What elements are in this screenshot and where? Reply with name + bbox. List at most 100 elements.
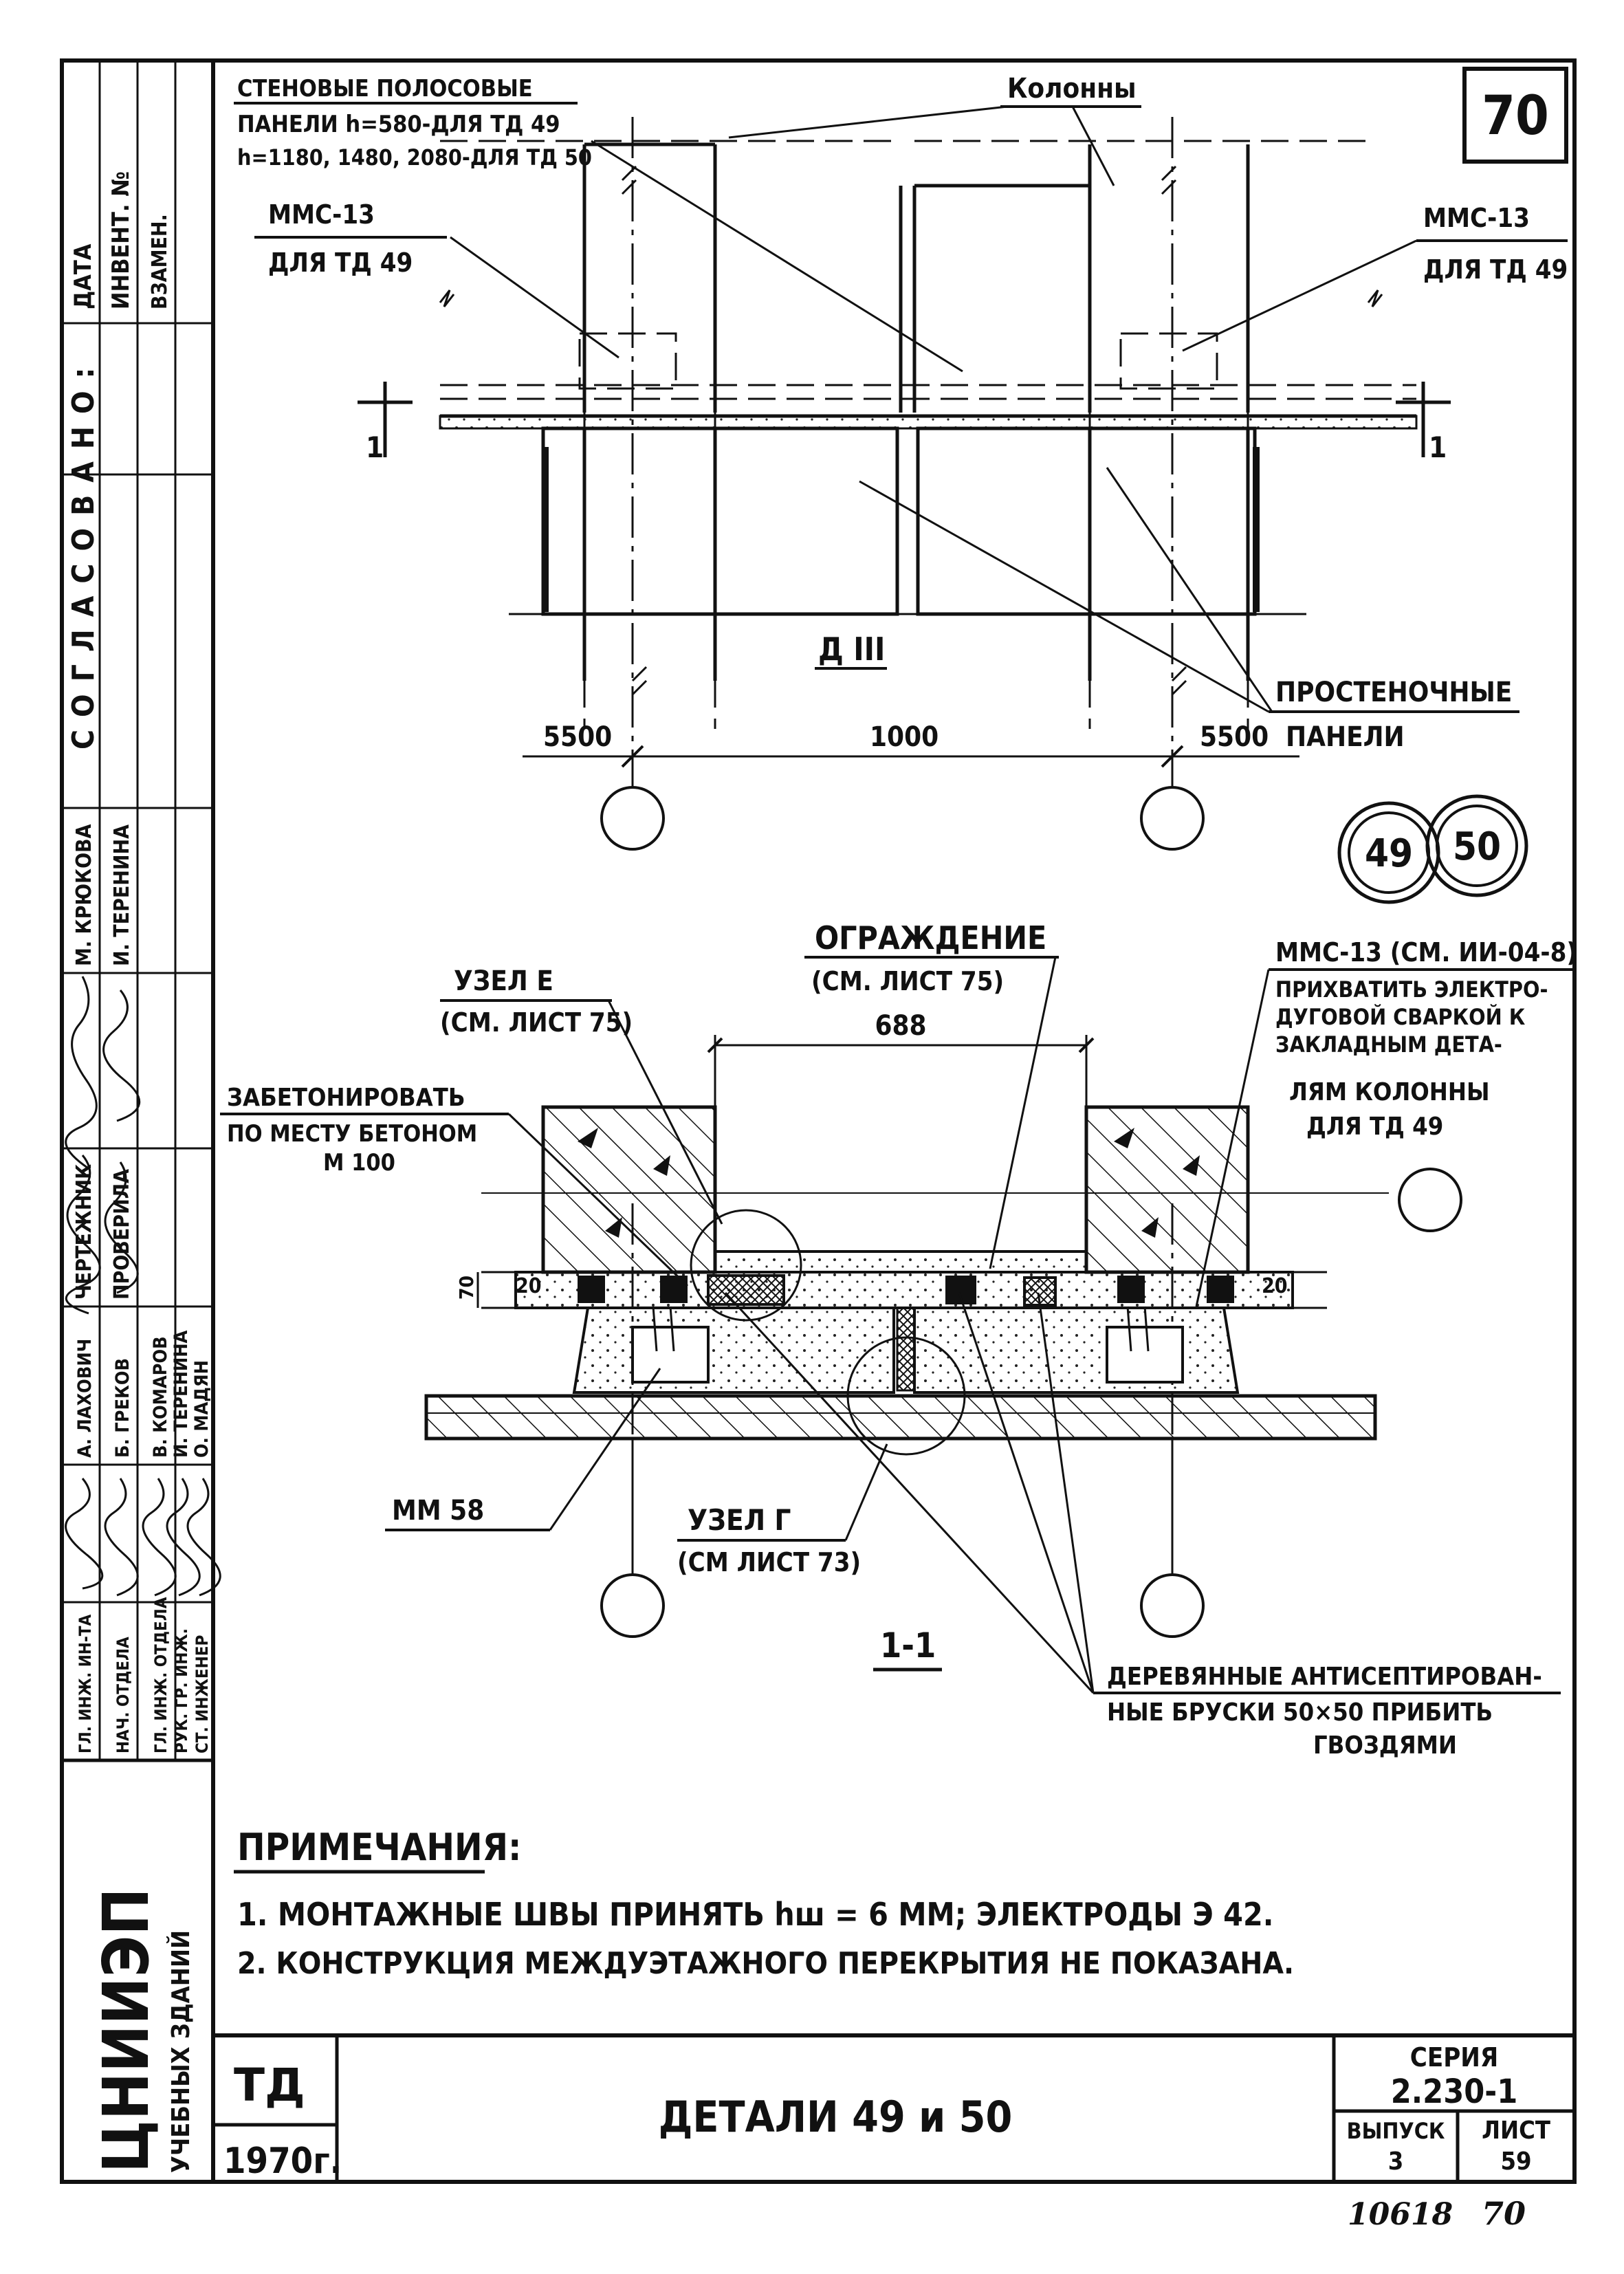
side-staff-2: Б. ГРЕКОВ [112, 1358, 133, 1458]
label-node-g-1: УЗЕЛ Г [688, 1503, 791, 1537]
axis-bubble-plan-right [1140, 786, 1205, 851]
side-staff-5: О. МАДЯН [191, 1360, 212, 1458]
side-org-1: ЦНИИЭП [89, 1888, 163, 2173]
plan-view: 1 1 СТЕНОВЫЕ ПОЛОСОВЫЕ ПАНЕЛИ h=580-ДЛЯ … [234, 73, 1568, 904]
node-g-circle [846, 1336, 966, 1456]
detail-50-label: 50 [1453, 824, 1501, 869]
label-mms-right-2: ДЛЯ ТД 49 [1423, 254, 1568, 285]
dim-left: 5500 [543, 721, 612, 753]
label-mm58: ММ 58 [392, 1495, 484, 1527]
sheet-value: 59 [1500, 2147, 1531, 2176]
side-col-date: ДАТА [69, 243, 97, 309]
signatures [65, 976, 221, 1597]
label-node-e-2: (СМ. ЛИСТ 75) [440, 1007, 633, 1038]
label-mms-1: ММС-13 (СМ. ИИ-04-8) [1275, 937, 1577, 967]
axis-bubble-right-upper [1398, 1168, 1462, 1232]
label-mms-3: ДУГОВОЙ СВАРКОЙ К [1275, 1004, 1526, 1030]
side-pos-5: СТ. ИНЖЕНЕР [193, 1635, 212, 1753]
label-concrete-3: М 100 [323, 1149, 395, 1177]
label-node-e-1: УЗЕЛ Е [454, 965, 553, 997]
label-columns: Колонны [1007, 73, 1137, 105]
side-pos-1: ГЛ. ИНЖ. ИН-ТА [76, 1614, 95, 1753]
archive-number: 10618 [1348, 2197, 1453, 2232]
label-fence-1: ОГРАЖДЕНИЕ [815, 919, 1046, 956]
section-title: 1-1 [880, 1626, 936, 1665]
label-view: Д III [818, 631, 885, 668]
label-wall-panels-2: ПАНЕЛИ h=580-ДЛЯ ТД 49 [237, 111, 560, 138]
label-mms-6: ДЛЯ ТД 49 [1306, 1113, 1443, 1141]
label-node-g-2: (СМ ЛИСТ 73) [677, 1547, 861, 1577]
outer-frame [60, 58, 1577, 2184]
title-year: 1970г. [223, 2141, 342, 2182]
seal-left [707, 1274, 785, 1306]
dim-middle: 1000 [870, 721, 939, 753]
dim-20-right: 20 [1262, 1274, 1288, 1298]
plan-slab-band [439, 415, 1418, 430]
side-col-replace: ВЗАМЕН. [148, 214, 172, 309]
side-org-2: УЧЕБНЫХ ЗДАНИЙ [166, 1930, 195, 2173]
column-left [541, 1105, 717, 1274]
label-mms-5: ЛЯМ КОЛОННЫ [1289, 1078, 1490, 1106]
side-strip-grid [62, 61, 213, 1762]
side-agreed: СОГЛАСОВАНО: [66, 355, 101, 750]
label-wood-2: НЫЕ БРУСКИ 50×50 ПРИБИТЬ [1107, 1698, 1493, 1727]
sheet-label: ЛИСТ [1482, 2117, 1550, 2145]
dim-right: 5500 [1200, 721, 1269, 753]
axis-bubble-section-right [1140, 1573, 1205, 1638]
label-concrete-1: ЗАБЕТОНИРОВАТЬ [227, 1084, 465, 1112]
title-code: ТД [234, 2059, 305, 2112]
label-pier-panels-2: ПАНЕЛИ [1286, 721, 1405, 753]
label-wood-1: ДЕРЕВЯННЫЕ АНТИСЕПТИРОВАН- [1107, 1663, 1542, 1691]
dim-688: 688 [875, 1010, 926, 1042]
axis-bubble-plan-left [600, 786, 665, 851]
section-slab [514, 1271, 1294, 1309]
side-staff-4: И. ТЕРЕНИНА [171, 1330, 192, 1458]
series-value: 2.230-1 [1391, 2073, 1518, 2111]
label-mms-left-1: ММС-13 [268, 199, 375, 230]
axis-bubble-section-left [600, 1573, 665, 1638]
side-pos-3: ГЛ. ИНЖ. ОТДЕЛА [151, 1597, 171, 1753]
side-role-drawer: ЧЕРТЕЖНИК [72, 1164, 96, 1300]
pier-panel-right [916, 426, 1257, 616]
drawing-title: ДЕТАЛИ 49 и 50 [659, 2092, 1013, 2142]
side-col-inv: ИНВЕНТ. № [107, 171, 135, 309]
label-pier-panels-1: ПРОСТЕНОЧНЫЕ [1275, 677, 1512, 708]
sheet-number: 70 [1482, 85, 1549, 147]
side-staff-3: В. КОМАРОВ [150, 1336, 171, 1458]
footer-page-number: 70 [1482, 2195, 1526, 2232]
label-wall-panels-3: h=1180, 1480, 2080-ДЛЯ ТД 50 [237, 144, 592, 171]
label-concrete-2: ПО МЕСТУ БЕТОНОМ [227, 1120, 477, 1148]
label-mms-2: ПРИХВАТИТЬ ЭЛЕКТРО- [1275, 976, 1548, 1003]
label-wall-panels-1: СТЕНОВЫЕ ПОЛОСОВЫЕ [237, 75, 533, 102]
title-block: ТД 1970г. ДЕТАЛИ 49 и 50 СЕРИЯ 2.230-1 В… [213, 2033, 1574, 2182]
dim-20-left: 20 [516, 1274, 542, 1298]
issue-value: 3 [1388, 2147, 1404, 2176]
section-mark-right: 1 [1429, 430, 1447, 464]
ground-slab [424, 1394, 1377, 1441]
side-name-kriukova: М. КРЮКОВА [72, 824, 96, 966]
detail-50-inner [1436, 805, 1518, 887]
side-name-terenina-top: И. ТЕРЕНИНА [110, 824, 134, 966]
dim-70: 70 [455, 1276, 478, 1300]
note-2: 2. КОНСТРУКЦИЯ МЕЖДУЭТАЖНОГО ПЕРЕКРЫТИЯ … [237, 1946, 1294, 1981]
label-fence-2: (СМ. ЛИСТ 75) [811, 966, 1004, 996]
section-mark-left: 1 [366, 430, 384, 464]
detail-50-outer [1425, 794, 1528, 897]
side-pos-2: НАЧ. ОТДЕЛА [113, 1637, 133, 1753]
side-staff-1: А. ЛАХОВИЧ [74, 1339, 96, 1458]
detail-49-label: 49 [1365, 831, 1413, 876]
side-strip-texts: ДАТА ИНВЕНТ. № ВЗАМЕН. СОГЛАСОВАНО: М. К… [66, 171, 212, 2173]
notes: ПРИМЕЧАНИЯ: 1. МОНТАЖНЫЕ ШВЫ ПРИНЯТЬ hш … [234, 1826, 1294, 1981]
side-pos-4: РУК. ГР. ИНЖ. [172, 1628, 191, 1753]
label-mms-right-1: ММС-13 [1423, 203, 1530, 233]
series-label: СЕРИЯ [1410, 2042, 1498, 2073]
label-mms-4: ЗАКЛАДНЫМ ДЕТА- [1275, 1031, 1502, 1058]
section-view: 688 70 20 20 ОГРАЖДЕНИЕ (СМ. ЛИСТ 75) УЗ… [220, 919, 1577, 1760]
sheet-number-box [1462, 67, 1568, 164]
pier-panel-left [541, 426, 899, 616]
notes-title: ПРИМЕЧАНИЯ: [237, 1826, 522, 1869]
node-e-circle [690, 1209, 802, 1322]
label-wood-3: ГВОЗДЯМИ [1313, 1731, 1457, 1760]
fence-slab [714, 1250, 1088, 1273]
